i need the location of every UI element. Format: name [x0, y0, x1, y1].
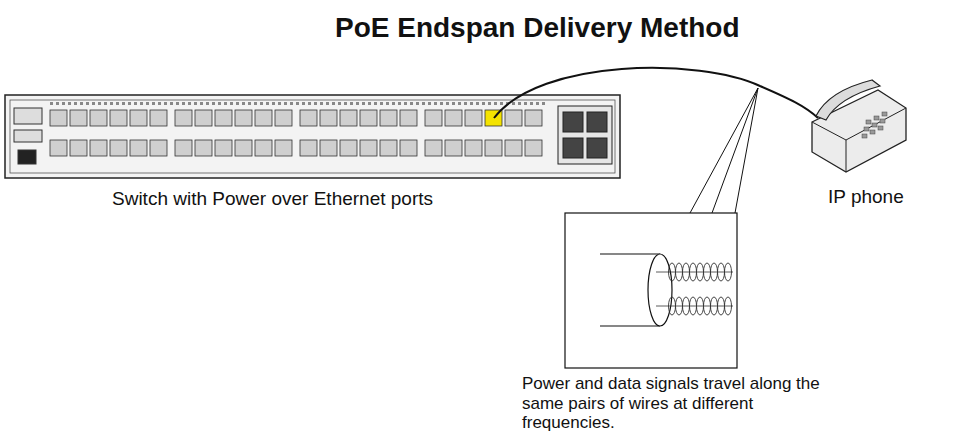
cable-detail [565, 213, 737, 368]
callout-leader [690, 88, 758, 213]
phone-label: IP phone [828, 186, 968, 208]
callout-note: Power and data signals travel along the … [522, 374, 822, 433]
diagram-title: PoE Endspan Delivery Method [335, 12, 805, 44]
ip-phone-illustration [812, 80, 906, 172]
ethernet-cable [494, 68, 818, 118]
switch-illustration [5, 95, 620, 178]
switch-label: Switch with Power over Ethernet ports [112, 188, 532, 210]
